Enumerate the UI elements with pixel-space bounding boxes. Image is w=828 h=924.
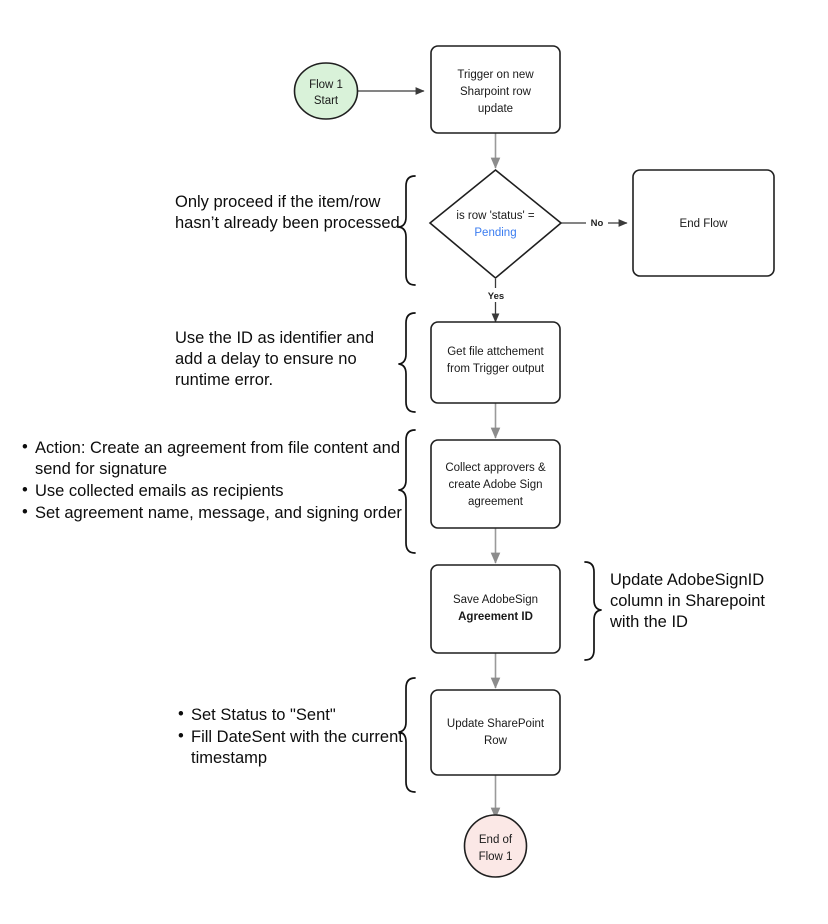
node-start-line2: Start [314,95,339,107]
node-decision-line2-pending: Pending [474,227,516,239]
annotation-update-row-notes: Set Status to "Sent" Fill DateSent with … [178,704,403,770]
node-trigger-line3: update [478,103,513,115]
node-get-file-line2: from Trigger output [447,363,545,375]
node-collect-approvers-line1: Collect approvers & [445,462,546,474]
annotation-get-file-note: Use the ID as identifier and add a delay… [175,329,379,390]
node-save-agreement-id[interactable] [430,564,561,654]
list-item: Set agreement name, message, and signing… [22,502,402,524]
list-item: Action: Create an agreement from file co… [22,437,402,480]
node-get-file[interactable] [430,321,561,404]
edge-label-yes-backdrop [484,288,508,302]
node-decision[interactable] [428,168,563,280]
node-trigger[interactable] [430,45,561,134]
brace-decision-note [398,175,416,286]
node-end-flow-label: End Flow [680,218,729,230]
node-end-flow[interactable] [632,169,775,277]
list-item: Fill DateSent with the current timestamp [178,726,403,769]
edge-label-yes: Yes [488,291,504,302]
brace-save-id-note [584,561,602,661]
node-trigger-line1: Trigger on new [457,69,534,81]
node-update-sharepoint-row[interactable] [430,689,561,776]
node-end[interactable] [463,814,528,878]
node-save-agreement-id-line1: Save AdobeSign [453,594,538,606]
node-decision-line1: is row 'status' = [456,210,534,222]
node-update-row-line2: Row [484,735,508,747]
edge-label-no-backdrop [586,215,608,229]
node-save-agreement-id-line2: Agreement ID [458,611,533,623]
node-collect-approvers-line3: agreement [468,496,524,508]
edge-label-no: No [591,218,604,229]
annotation-agreement-notes: Action: Create an agreement from file co… [22,437,402,525]
brace-get-file-note [398,312,416,413]
annotation-decision-note: Only proceed if the item/row hasn’t alre… [175,193,400,233]
node-update-row-line1: Update SharePoint [447,718,545,730]
node-start[interactable] [293,62,359,120]
node-trigger-line2: Sharpoint row [460,86,532,98]
node-end-line1: End of [479,834,513,846]
node-collect-approvers-line2: create Adobe Sign [449,479,543,491]
node-end-line2: Flow 1 [479,851,513,863]
node-start-line1: Flow 1 [309,79,343,91]
annotation-save-id-note: Update AdobeSignID column in Sharepoint … [610,571,770,632]
list-item: Set Status to "Sent" [178,704,403,726]
node-collect-approvers[interactable] [430,439,561,529]
node-get-file-line1: Get file attchement [447,346,544,358]
list-item: Use collected emails as recipients [22,480,402,502]
